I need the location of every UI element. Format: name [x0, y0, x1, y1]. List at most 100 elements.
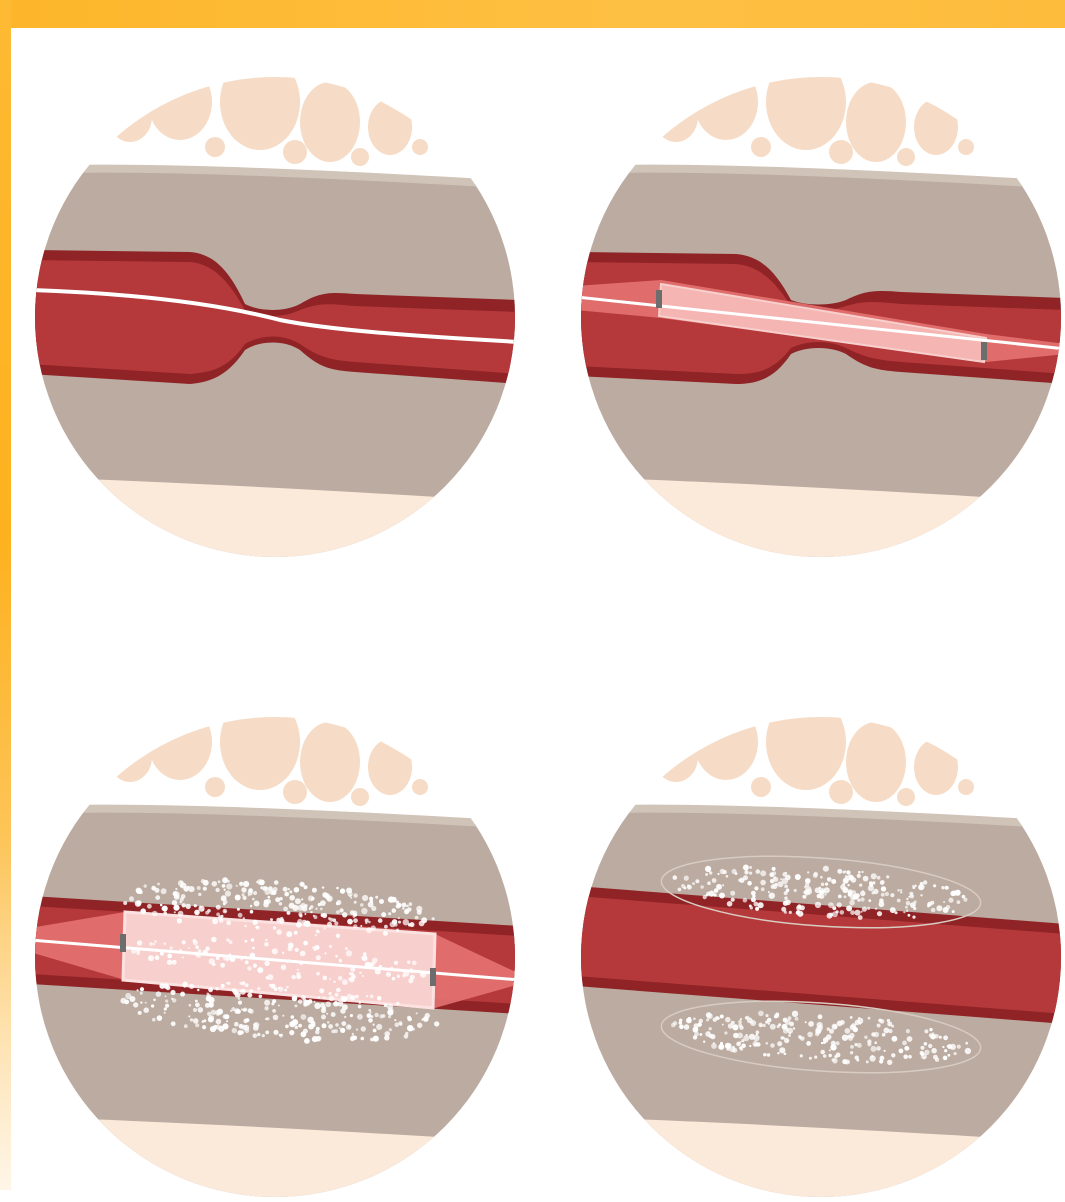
drug-particle: [297, 969, 299, 971]
drug-particle: [713, 1042, 715, 1044]
drug-particle: [920, 1051, 924, 1055]
drug-particle: [184, 1024, 188, 1028]
drug-particle: [224, 1014, 229, 1019]
drug-particle: [877, 876, 881, 880]
drug-particle: [754, 1043, 757, 1046]
drug-particle: [868, 1017, 871, 1020]
drug-particle: [801, 913, 803, 915]
drug-particle: [792, 1011, 798, 1017]
drug-particle: [420, 971, 426, 977]
drug-particle: [363, 952, 367, 956]
drug-particle: [357, 1014, 363, 1020]
drug-particle: [920, 882, 924, 886]
drug-particle: [136, 888, 142, 894]
drug-particle: [298, 905, 304, 911]
drug-particle: [375, 969, 381, 975]
drug-particle: [384, 1035, 389, 1040]
drug-particle: [838, 895, 842, 899]
drug-particle: [347, 994, 353, 1000]
drug-particle: [806, 1041, 811, 1046]
drug-particle: [194, 910, 200, 916]
drug-particle: [274, 987, 278, 991]
drug-particle: [288, 946, 293, 951]
drug-particle: [818, 1014, 823, 1019]
drug-particle: [965, 1042, 968, 1045]
drug-particle: [842, 1035, 848, 1041]
drug-particle: [952, 910, 955, 913]
drug-particle: [227, 982, 230, 985]
drug-particle: [705, 866, 711, 872]
drug-particle: [272, 1009, 276, 1013]
drug-particle: [699, 1019, 703, 1023]
drug-particle: [861, 871, 863, 873]
drug-particle: [412, 961, 417, 966]
drug-particle: [254, 901, 260, 907]
drug-particle: [174, 894, 180, 900]
drug-particle: [416, 906, 422, 912]
drug-particle: [382, 1014, 386, 1018]
drug-particle: [279, 1034, 282, 1037]
drug-particle: [394, 961, 398, 965]
drug-particle: [387, 1009, 393, 1015]
drug-particle: [359, 1001, 362, 1004]
drug-particle: [859, 1022, 861, 1024]
drug-particle: [342, 912, 347, 917]
drug-particle: [289, 890, 292, 893]
drug-particle: [301, 898, 303, 900]
drug-particle: [765, 1014, 768, 1017]
drug-particle: [924, 1029, 928, 1033]
drug-particle: [315, 945, 320, 950]
drug-particle: [180, 885, 183, 888]
drug-particle: [842, 1059, 847, 1064]
drug-particle: [416, 1012, 418, 1014]
drug-particle: [845, 875, 848, 878]
drug-particle: [931, 908, 936, 913]
drug-particle: [250, 989, 253, 992]
drug-particle: [388, 896, 394, 902]
drug-particle: [732, 1024, 738, 1030]
drug-particle: [831, 879, 836, 884]
drug-particle: [253, 964, 257, 968]
drug-particle: [753, 1035, 759, 1041]
drug-particle: [273, 1015, 279, 1021]
drug-particle: [329, 992, 332, 995]
drug-particle: [681, 884, 685, 888]
drug-particle: [775, 883, 778, 886]
drug-particle: [773, 876, 776, 879]
drug-particle: [164, 1012, 166, 1014]
drug-particle: [131, 949, 136, 954]
drug-particle: [407, 1025, 413, 1031]
drug-particle: [257, 987, 260, 990]
drug-particle: [322, 1023, 327, 1028]
drug-particle: [160, 952, 164, 956]
drug-particle: [298, 912, 302, 916]
drug-particle: [229, 940, 233, 944]
drug-particle: [250, 910, 254, 914]
drug-particle: [741, 1039, 744, 1042]
drug-particle: [273, 1030, 278, 1035]
drug-particle: [182, 956, 184, 958]
drug-particle: [170, 946, 173, 949]
drug-particle: [731, 898, 735, 902]
drug-particle: [252, 898, 255, 901]
drug-particle: [745, 1016, 749, 1020]
drug-particle: [837, 1021, 843, 1027]
drug-particle: [784, 1053, 787, 1056]
drug-particle: [858, 871, 861, 874]
drug-particle: [241, 887, 246, 892]
drug-particle: [230, 957, 236, 963]
drug-particle: [392, 977, 395, 980]
drug-particle: [884, 1028, 890, 1034]
drug-particle: [858, 1017, 860, 1019]
drug-particle: [712, 878, 717, 883]
drug-particle: [316, 930, 319, 933]
stage-1-illustration: [30, 72, 520, 562]
drug-particle: [802, 895, 804, 897]
drug-particle: [359, 972, 361, 974]
drug-particle: [900, 891, 902, 893]
drug-particle: [243, 881, 249, 887]
drug-particle: [760, 870, 766, 876]
drug-particle: [384, 925, 388, 929]
drug-particle: [426, 1019, 428, 1021]
drug-particle: [203, 887, 207, 891]
